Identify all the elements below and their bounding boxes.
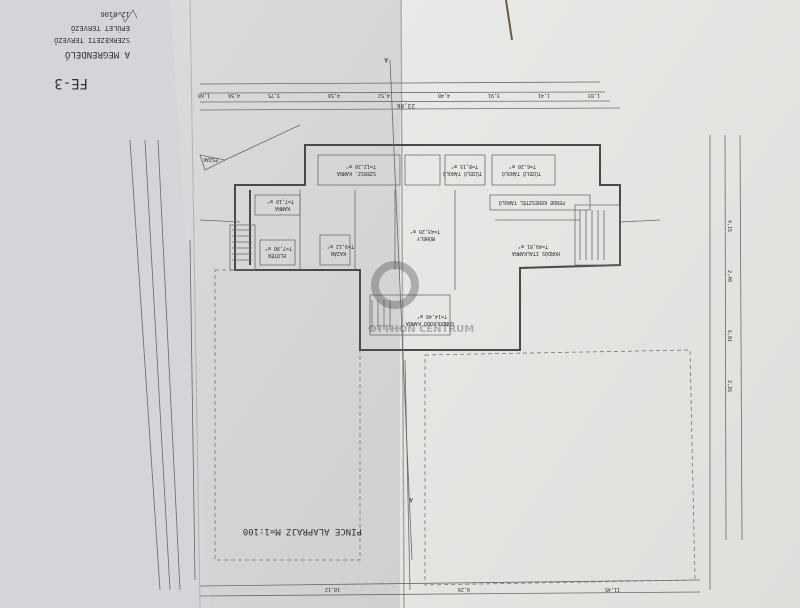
room-name: GONDOLKODÓ KAMRA <box>406 320 454 327</box>
dim-label: 3,75 <box>268 92 280 98</box>
room-name: TÜZELŐ TÁROLÓ <box>443 170 482 177</box>
room-name: KAZÁN <box>331 250 346 257</box>
watermark-text: OTTHON CENTRUM <box>368 324 474 335</box>
room-area: T=6,20 m² <box>509 163 536 169</box>
title-line: A MEGRENDELŐ <box>65 49 130 60</box>
dim-label: 11,45 <box>605 586 620 592</box>
title-block: A MEGRENDELŐ SZERKEZETI TERVEZŐ ÉPÜLET T… <box>54 10 130 60</box>
room-area: T=7,90 m² <box>265 245 292 251</box>
room-name: MŰHELY <box>417 235 435 242</box>
room-area: T=12,20 m² <box>346 163 376 169</box>
room-name: TÜZELŐ TÁROLÓ <box>502 170 541 177</box>
room-name: KAMRA <box>275 205 290 211</box>
dim-label: 3,91 <box>488 92 500 98</box>
room-area: T=14,40 m² <box>417 313 447 319</box>
dim-label: 2,26 <box>726 380 732 392</box>
paper-fold-flap <box>0 0 210 608</box>
dim-label: 4,56 <box>228 92 240 98</box>
north-arrow <box>199 124 301 171</box>
left-dimensions <box>129 139 181 591</box>
watermark: OTTHON CENTRUM <box>368 261 474 335</box>
room-name: SZERSZ. KAMRA <box>337 170 376 176</box>
dim-label: 1,41 <box>538 92 550 98</box>
title-line: SZERKEZETI TERVEZŐ <box>54 36 130 45</box>
room-area: T=43,20 m² <box>410 228 440 234</box>
room-area: T=7,10 m² <box>267 198 294 204</box>
dim-label: 4,52 <box>378 92 390 98</box>
room-area: T=9,12 m² <box>327 243 354 249</box>
sheet-code: FE-3 <box>54 75 88 91</box>
dim-label: 4,15 <box>726 220 732 232</box>
title-line: 12-0106 <box>100 10 130 18</box>
room-area: T=49,81 m² <box>518 243 548 249</box>
dim-label: 1,60 <box>198 92 210 98</box>
dim-label: 2,40 <box>726 270 732 282</box>
dim-label: 4,58 <box>328 92 340 98</box>
right-dimensions <box>709 134 743 590</box>
top-dimensions <box>199 81 621 111</box>
dim-label: 10,12 <box>325 586 340 592</box>
section-marker: A <box>409 496 413 503</box>
room-name: FERDE KERESZTÉL TÁROLÓ <box>499 199 565 207</box>
floor-plan <box>199 59 661 561</box>
north-label: ÉSZAK <box>203 156 218 164</box>
room-name: ELŐTÉR <box>267 252 286 260</box>
dim-label: 6,01 <box>726 330 732 342</box>
title-line: ÉPÜLET TERVEZŐ <box>71 24 130 33</box>
paper-right <box>400 0 800 608</box>
dim-label: 4,40 <box>438 92 450 98</box>
room-name: HORDÓS ITALKAMRA <box>512 250 560 257</box>
room-area: T=8,15 m² <box>451 163 478 169</box>
overall-dimension: 23,06 <box>397 102 415 109</box>
section-marker: A <box>384 56 388 63</box>
dim-label: 1,03 <box>588 92 600 98</box>
plan-title: PINCE ALAPRAJZ M=1:100 <box>243 526 362 536</box>
dim-label: 9,29 <box>458 586 470 592</box>
bottom-dimensions <box>199 579 701 597</box>
dashed-outlines <box>189 239 696 591</box>
